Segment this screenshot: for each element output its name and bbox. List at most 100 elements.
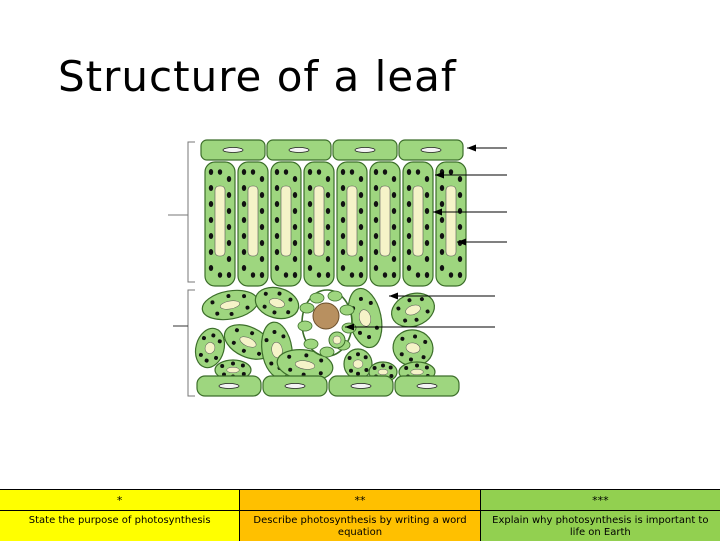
chloroplast <box>407 298 412 303</box>
chloroplast <box>277 291 282 296</box>
chloroplast <box>406 201 412 207</box>
layer-brackets <box>168 141 195 397</box>
arrow-head <box>457 238 466 246</box>
chloroplast <box>439 217 445 223</box>
nucleus <box>416 383 438 389</box>
chloroplast <box>415 363 419 368</box>
vacuole <box>346 185 358 257</box>
chloroplast <box>217 169 223 175</box>
chloroplast <box>304 353 309 358</box>
chloroplast <box>425 309 430 314</box>
chloroplast <box>292 240 298 246</box>
chloroplast <box>406 249 412 255</box>
chloroplast <box>423 339 428 344</box>
chloroplast <box>204 358 209 363</box>
xylem-vessel <box>312 302 340 330</box>
chloroplast <box>457 256 463 262</box>
chloroplast <box>373 169 379 175</box>
task-level-3: *** <box>480 490 720 511</box>
chloroplast <box>272 329 277 334</box>
chloroplast <box>274 217 280 223</box>
chloroplast <box>316 272 322 278</box>
chloroplast <box>448 169 454 175</box>
chloroplast <box>373 249 379 255</box>
task-column-1: * State the purpose of photosynthesis <box>0 490 240 541</box>
chloroplast <box>457 192 463 198</box>
chloroplast <box>241 249 247 255</box>
chloroplast <box>358 240 364 246</box>
bundle-sheath-cell <box>309 292 325 304</box>
chloroplast <box>424 240 430 246</box>
chloroplast <box>281 334 286 339</box>
chloroplast <box>391 192 397 198</box>
chloroplast <box>307 169 313 175</box>
chloroplast <box>259 256 265 262</box>
chloroplast <box>391 272 397 278</box>
chloroplast <box>358 208 364 214</box>
chloroplast <box>226 176 232 182</box>
vacuole <box>214 185 226 257</box>
chloroplast <box>424 365 429 370</box>
vacuole <box>410 368 424 376</box>
chloroplast <box>357 330 362 335</box>
phloem-lumen <box>332 335 342 345</box>
spongy-cell-group <box>194 327 226 369</box>
chloroplast <box>457 272 463 278</box>
chloroplast <box>391 240 397 246</box>
chloroplast <box>340 233 346 239</box>
chloroplast <box>415 169 421 175</box>
chloroplast <box>226 192 232 198</box>
bundle-sheath-cell <box>319 346 335 358</box>
bracket-lower <box>187 289 195 397</box>
chloroplast <box>307 185 313 191</box>
task-column-2: ** Describe photosynthesis by writing a … <box>239 490 480 541</box>
chloroplast <box>373 201 379 207</box>
chloroplast <box>208 217 214 223</box>
chloroplast <box>307 265 313 271</box>
chloroplast <box>373 217 379 223</box>
chloroplast <box>439 233 445 239</box>
arrow-head <box>467 144 476 152</box>
chloroplast <box>391 208 397 214</box>
chloroplast <box>424 208 430 214</box>
chloroplast <box>288 367 293 372</box>
chloroplast <box>259 224 265 230</box>
chloroplast <box>259 208 265 214</box>
bundle-sheath-cell <box>297 320 313 332</box>
chloroplast <box>292 272 298 278</box>
chloroplast <box>226 224 232 230</box>
chloroplast <box>274 201 280 207</box>
chloroplast <box>419 297 424 302</box>
slide-title: Structure of a leaf <box>58 52 457 101</box>
chloroplast <box>424 272 430 278</box>
chloroplast <box>241 217 247 223</box>
chloroplast <box>241 348 246 353</box>
chloroplast <box>406 169 412 175</box>
chloroplast <box>400 336 405 341</box>
vacuole <box>269 298 285 308</box>
bracket-upper <box>187 141 195 283</box>
task-text-3: Explain why photosynthesis is important … <box>492 515 709 538</box>
chloroplast <box>241 201 247 207</box>
nucleus <box>288 147 310 153</box>
chloroplast <box>349 368 353 373</box>
chloroplast <box>356 371 360 376</box>
spongy-cell-group <box>254 286 300 320</box>
chloroplast <box>220 364 225 368</box>
chloroplast <box>208 201 214 207</box>
chloroplast <box>234 328 239 333</box>
chloroplast <box>226 294 231 299</box>
label-arrows <box>345 144 507 331</box>
chloroplast <box>226 208 232 214</box>
chloroplast <box>292 208 298 214</box>
chloroplast <box>241 233 247 239</box>
spongy-cell-group <box>223 324 273 360</box>
chloroplast <box>421 355 426 360</box>
chloroplast <box>404 366 409 370</box>
chloroplast <box>259 176 265 182</box>
nucleus <box>218 383 240 389</box>
bundle-sheath-cell <box>327 290 343 302</box>
chloroplast <box>241 185 247 191</box>
chloroplast <box>358 272 364 278</box>
nucleus <box>350 383 372 389</box>
